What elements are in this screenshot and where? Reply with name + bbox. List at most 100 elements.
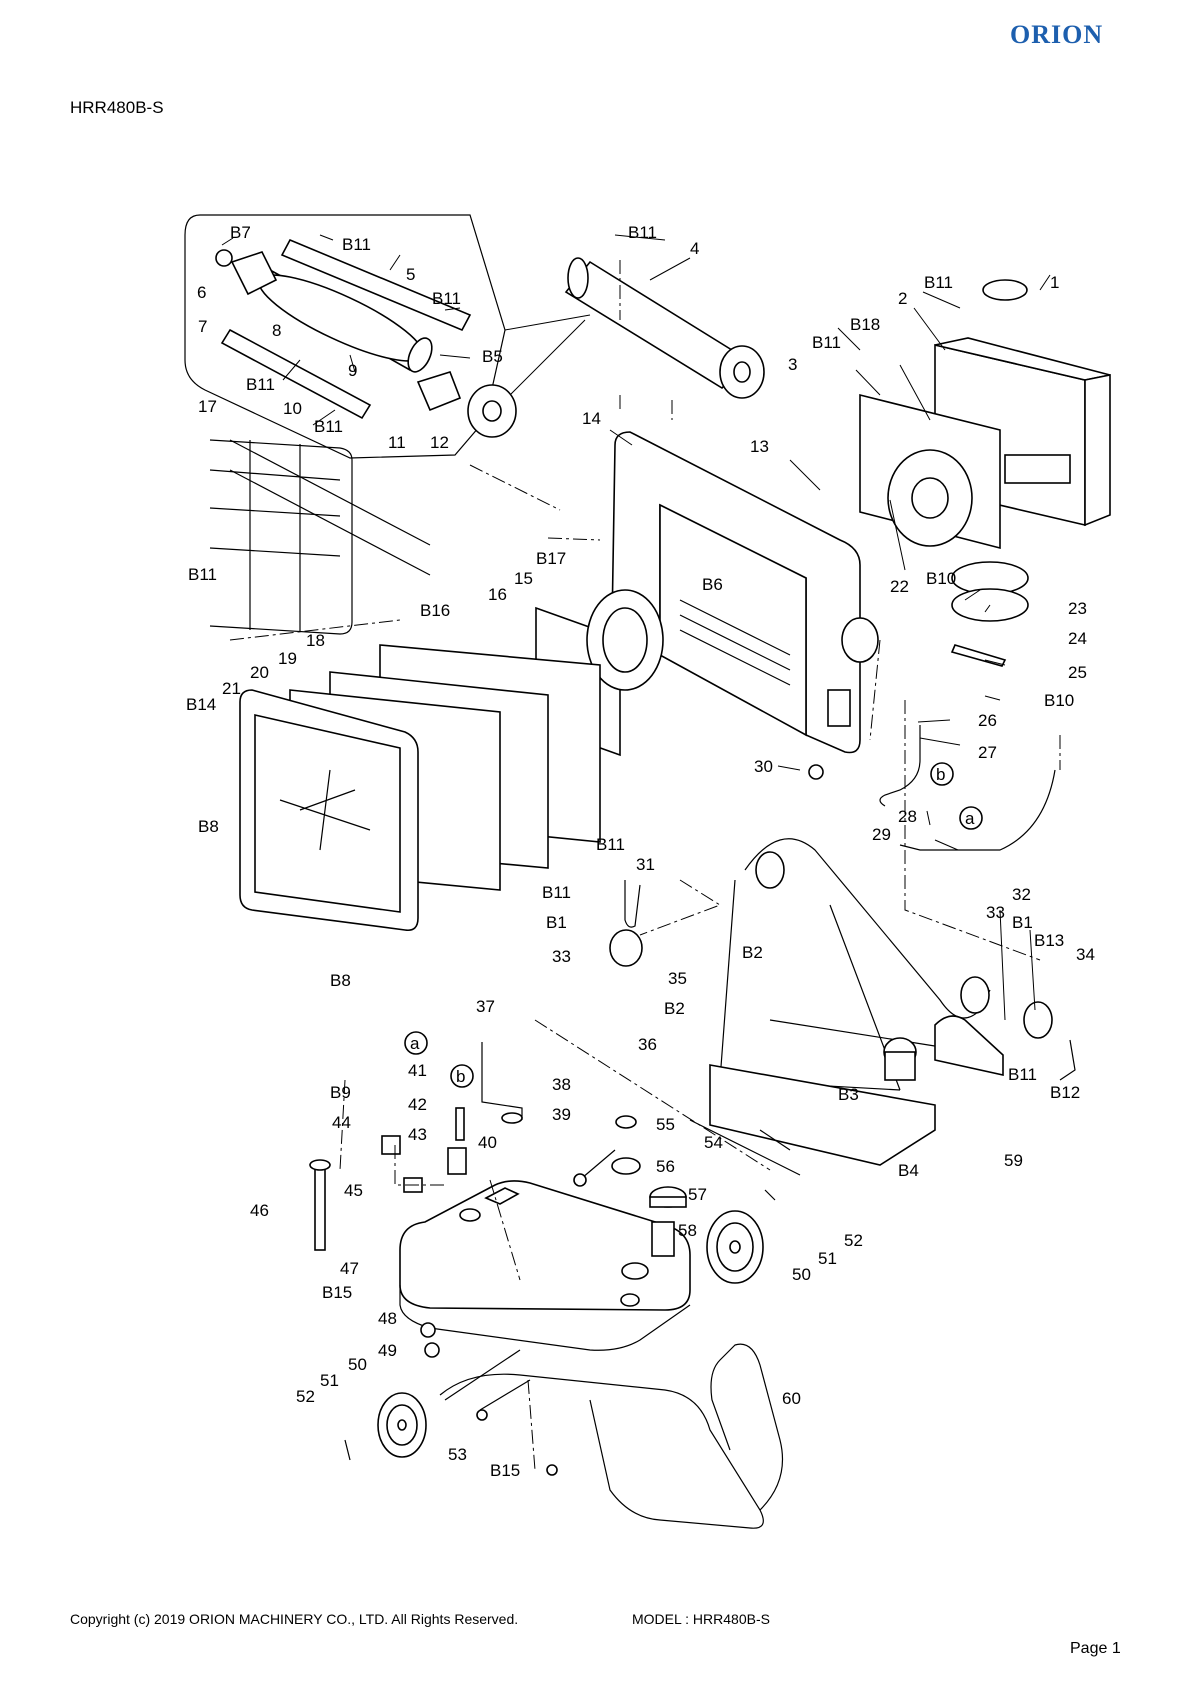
callout-52a: 52	[844, 1231, 863, 1250]
callout-18: 18	[306, 631, 325, 650]
callout-59: 59	[1004, 1151, 1023, 1170]
callout-B6: B6	[702, 575, 723, 594]
callout-40: 40	[478, 1133, 497, 1152]
callout-31: 31	[636, 855, 655, 874]
callout-B8b: B8	[330, 971, 351, 990]
callout-14: 14	[582, 409, 601, 428]
tank-frame-part	[439, 1343, 784, 1529]
brand-logo: ORION	[1010, 20, 1104, 49]
callout-labels: 1 2 3 4 5 6 7 8 9 10 11 12 13 14 15 16 1…	[186, 223, 1095, 1480]
callout-57: 57	[688, 1185, 707, 1204]
callout-35: 35	[668, 969, 687, 988]
callout-B14: B14	[186, 695, 216, 714]
callout-B12: B12	[1050, 1083, 1080, 1102]
callout-B11g: B11	[812, 333, 841, 352]
callout-17: 17	[198, 397, 217, 416]
marker-a-lower: a	[410, 1034, 420, 1053]
callout-19: 19	[278, 649, 297, 668]
connection-markers: b a a b	[404, 762, 983, 1088]
stand-frame-part	[719, 838, 1004, 1091]
callout-45: 45	[344, 1181, 363, 1200]
marker-b-upper: b	[936, 765, 945, 784]
guard-part	[209, 439, 431, 635]
callout-37: 37	[476, 997, 495, 1016]
assembly-lines	[229, 260, 1061, 1471]
callout-B17: B17	[536, 549, 566, 568]
callout-22: 22	[890, 577, 909, 596]
footer-model: MODEL : HRR480B-S	[632, 1611, 770, 1627]
wiring-part	[879, 561, 1056, 851]
callout-33b: 33	[552, 947, 571, 966]
base-plate-part	[689, 1037, 936, 1176]
callout-21: 21	[222, 679, 241, 698]
main-body-part	[611, 431, 879, 754]
copyright-text: Copyright (c) 2019 ORION MACHINERY CO., …	[70, 1611, 519, 1627]
callout-B16: B16	[420, 601, 450, 620]
callout-54: 54	[704, 1133, 723, 1152]
callout-B11b: B11	[342, 235, 371, 254]
callout-B11f: B11	[924, 273, 953, 292]
callout-B11k: B11	[1008, 1065, 1037, 1084]
callout-B2a: B2	[742, 943, 763, 962]
callout-B10b: B10	[1044, 691, 1074, 710]
page-title: HRR480B-S	[70, 98, 164, 117]
callout-10: 10	[283, 399, 302, 418]
callout-B11i: B11	[596, 835, 625, 854]
inset-parts	[215, 238, 517, 438]
fuel-tank-part	[399, 1180, 691, 1351]
callout-56: 56	[656, 1157, 675, 1176]
callout-33a: 33	[986, 903, 1005, 922]
callout-B11c: B11	[432, 289, 461, 308]
callout-B5: B5	[482, 347, 503, 366]
callout-B18: B18	[850, 315, 880, 334]
callout-4: 4	[690, 239, 699, 258]
callout-12: 12	[430, 433, 449, 452]
callout-49: 49	[378, 1341, 397, 1360]
callout-52b: 52	[296, 1387, 315, 1406]
callout-48: 48	[378, 1309, 397, 1328]
callout-28: 28	[898, 807, 917, 826]
callout-11: 11	[388, 433, 406, 452]
callout-3: 3	[788, 355, 797, 374]
combustion-chamber-part	[239, 644, 601, 932]
callout-51b: 51	[320, 1371, 339, 1390]
callout-B4: B4	[898, 1161, 919, 1180]
callout-26: 26	[978, 711, 997, 730]
leader-lines	[221, 234, 1051, 1021]
callout-13: 13	[750, 437, 769, 456]
callout-58: 58	[678, 1221, 697, 1240]
callout-23: 23	[1068, 599, 1087, 618]
callout-41: 41	[408, 1061, 427, 1080]
callout-B3: B3	[838, 1085, 859, 1104]
callout-15: 15	[514, 569, 533, 588]
callout-34: 34	[1076, 945, 1095, 964]
callout-B1a: B1	[1012, 913, 1033, 932]
callout-39: 39	[552, 1105, 571, 1124]
callout-30: 30	[754, 757, 773, 776]
callout-B11h: B11	[188, 565, 217, 584]
callout-B15b: B15	[490, 1461, 520, 1480]
callout-50b: 50	[348, 1355, 367, 1374]
callout-B11e: B11	[314, 417, 343, 436]
callout-25: 25	[1068, 663, 1087, 682]
fittings-part	[344, 764, 1076, 1476]
callout-B10a: B10	[926, 569, 956, 588]
callout-36: 36	[638, 1035, 657, 1054]
callout-B11a: B11	[628, 223, 657, 242]
callout-29: 29	[872, 825, 891, 844]
callout-9: 9	[348, 361, 357, 380]
callout-44: 44	[332, 1113, 351, 1132]
callout-16: 16	[488, 585, 507, 604]
callout-27: 27	[978, 743, 997, 762]
callout-B2b: B2	[664, 999, 685, 1018]
callout-B1b: B1	[546, 913, 567, 932]
callout-60: 60	[782, 1389, 801, 1408]
callout-24: 24	[1068, 629, 1087, 648]
callout-20: 20	[250, 663, 269, 682]
callout-32: 32	[1012, 885, 1031, 904]
callout-42: 42	[408, 1095, 427, 1114]
callout-46: 46	[250, 1201, 269, 1220]
callout-B9: B9	[330, 1083, 351, 1102]
callout-55: 55	[656, 1115, 675, 1134]
